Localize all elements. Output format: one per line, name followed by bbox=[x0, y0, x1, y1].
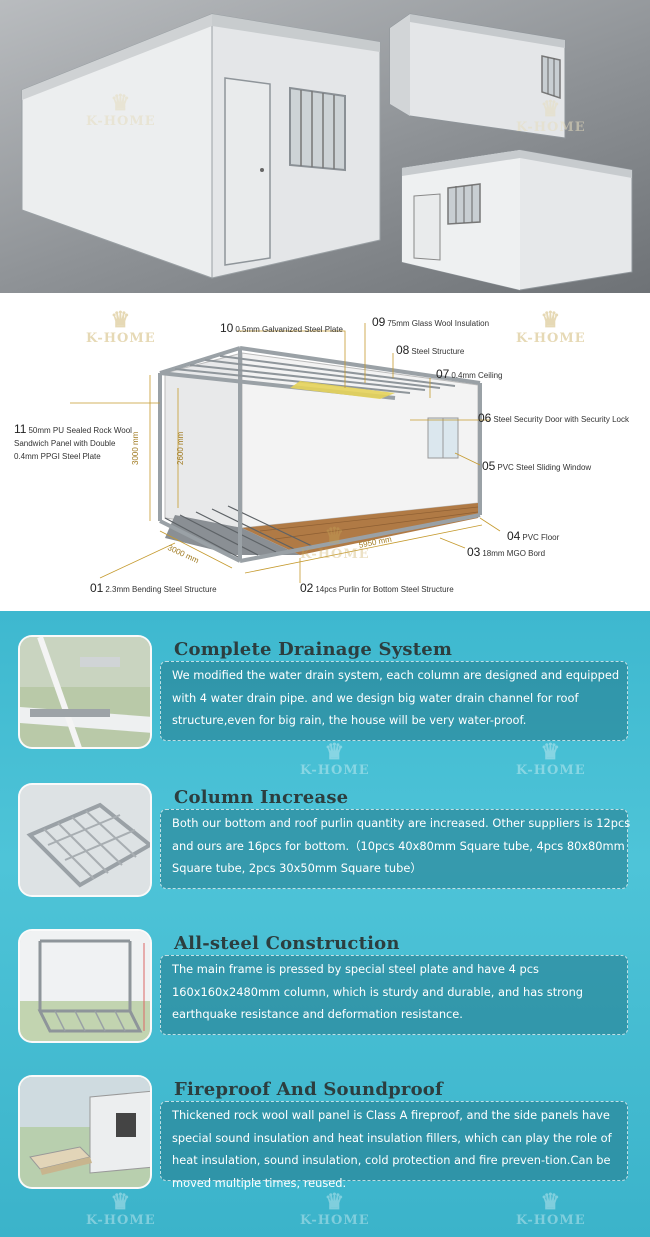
watermark-logo: ♛K-HOME bbox=[86, 307, 156, 346]
watermark-logo: ♛K-HOME bbox=[300, 1189, 370, 1228]
feature-all-steel: All-steel Construction The main frame is… bbox=[0, 929, 650, 1064]
watermark-logo: ♛K-HOME bbox=[516, 1189, 586, 1228]
watermark-logo: ♛K-HOME bbox=[516, 307, 586, 346]
feature-description: We modified the water drain system, each… bbox=[172, 668, 620, 727]
watermark-logo: ♛K-HOME bbox=[86, 90, 156, 129]
feature-text-box bbox=[160, 809, 628, 889]
feature-description: Thickened rock wool wall panel is Class … bbox=[172, 1108, 612, 1190]
product-photos: ♛K-HOME ♛K-HOME bbox=[0, 0, 650, 293]
frame-thumbnail bbox=[18, 929, 152, 1043]
feature-title: Complete Drainage System bbox=[174, 639, 453, 660]
feature-title: Column Increase bbox=[174, 787, 349, 808]
watermark-logo: ♛K-HOME bbox=[516, 96, 586, 135]
watermark-logo: ♛K-HOME bbox=[300, 739, 370, 778]
container-photos-illustration bbox=[21, 13, 633, 291]
feature-text-box bbox=[160, 661, 628, 741]
small-container-photo-bottom bbox=[401, 149, 633, 291]
purlin-thumbnail bbox=[18, 783, 152, 897]
drainage-thumbnail bbox=[18, 635, 152, 749]
feature-text-box bbox=[160, 955, 628, 1035]
feature-column-increase: Column Increase Both our bottom and roof… bbox=[0, 783, 650, 918]
feature-text-box bbox=[160, 1101, 628, 1181]
feature-title: Fireproof And Soundproof bbox=[174, 1079, 443, 1100]
feature-description: Both our bottom and roof purlin quantity… bbox=[172, 816, 631, 875]
feature-title: All-steel Construction bbox=[174, 933, 400, 954]
watermark-logo: ♛K-HOME bbox=[516, 739, 586, 778]
watermark-logo: ♛K-HOME bbox=[86, 1189, 156, 1228]
dimension-height-inner: 2600 mm bbox=[176, 431, 185, 465]
panel-thumbnail bbox=[18, 1075, 152, 1189]
small-container-photo-top bbox=[389, 13, 566, 139]
watermark-logo: ♛K-HOME bbox=[300, 523, 370, 562]
large-container-photo bbox=[21, 13, 381, 279]
features-section: Complete Drainage System We modified the… bbox=[0, 611, 650, 1237]
feature-description: The main frame is pressed by special ste… bbox=[172, 962, 584, 1021]
container-structure-illustration bbox=[70, 323, 501, 583]
feature-drainage: Complete Drainage System We modified the… bbox=[0, 635, 650, 770]
feature-fireproof: Fireproof And Soundproof Thickened rock … bbox=[0, 1075, 650, 1210]
